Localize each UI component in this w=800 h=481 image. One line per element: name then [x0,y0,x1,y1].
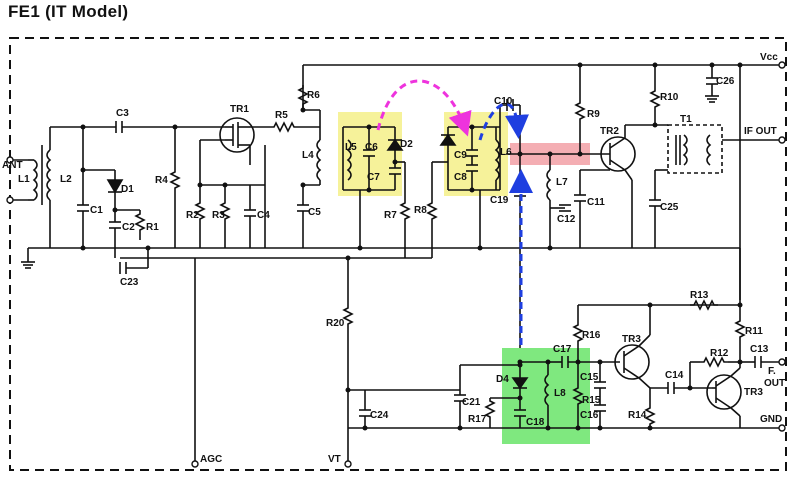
r11-label: R11 [745,326,763,337]
c24-label: C24 [370,410,389,421]
r6-label: R6 [307,90,320,101]
r14-label: R14 [628,410,647,421]
terminal-ant-label: ANT [2,160,23,171]
terminal-agc-label: AGC [200,454,222,465]
terminal-vt-label: VT [328,454,341,465]
r9-label: R9 [587,109,600,120]
c13-label: C13 [750,344,769,355]
c11-label: C11 [587,197,605,208]
r20-label: R20 [326,318,345,329]
r3-label: R3 [212,210,225,221]
highlight-l5-c6-c7 [338,112,402,196]
c7-label: C7 [367,172,380,183]
r8-label: R8 [414,205,427,216]
l5-label: L5 [345,142,357,153]
r12-label: R12 [710,348,729,359]
r2-label: R2 [186,210,199,221]
c8-label: C8 [454,172,467,183]
r13-label: R13 [690,290,709,301]
r7-label: R7 [384,210,397,221]
tr2-label: TR2 [600,126,619,137]
terminal-if-out-label: IF OUT [744,126,777,137]
c9-label: C9 [454,150,467,161]
c6-label: C6 [365,142,378,153]
l2-label: L2 [60,174,72,185]
c5-label: C5 [308,207,321,218]
tr1-label: TR1 [230,104,249,115]
r4-label: R4 [155,175,168,186]
r1-label: R1 [146,222,159,233]
terminal-vcc-label: Vcc [760,52,778,63]
c3-label: C3 [116,108,129,119]
l8-label: L8 [554,388,566,399]
c2-label: C2 [122,222,135,233]
c15-label: C15 [580,372,599,383]
module-border [9,37,787,471]
c14-label: C14 [665,370,684,381]
r10-label: R10 [660,92,679,103]
c1-label: C1 [90,205,103,216]
l6-label: L6 [500,147,512,158]
c18-label: C18 [526,417,545,428]
terminal-gnd-label: GND [760,414,782,425]
c19-label: C19 [490,195,509,206]
c26-label: C26 [716,76,735,87]
terminal-pins [6,61,786,468]
d2-label: D2 [400,139,413,150]
blue-coupling-arrow-upper [478,102,529,141]
l1-label: L1 [18,174,30,185]
r17-label: R17 [468,414,487,425]
r16-label: R16 [582,330,601,341]
c16-label: C16 [580,410,599,421]
terminal-f-out-label-2: OUT [764,378,785,389]
c12-label: C12 [557,214,576,225]
r15-label: R15 [582,395,601,406]
l7-label: L7 [556,177,568,188]
diagram-title: FE1 (IT Model) [8,2,129,21]
c21-label: C21 [462,397,481,408]
tr3-second-label: TR3 [744,387,763,398]
tr3-first-label: TR3 [622,334,641,345]
terminal-f-out-label-1: F. [768,366,776,377]
junctions [80,62,743,431]
d4-label: D4 [496,374,509,385]
r5-label: R5 [275,110,288,121]
l4-label: L4 [302,150,314,161]
d1-label: D1 [121,184,134,195]
c25-label: C25 [660,202,679,213]
t1-label: T1 [680,114,692,125]
c10-label: C10 [494,96,513,107]
c4-label: C4 [257,210,270,221]
c17-label: C17 [553,344,572,355]
c23-label: C23 [120,277,139,288]
